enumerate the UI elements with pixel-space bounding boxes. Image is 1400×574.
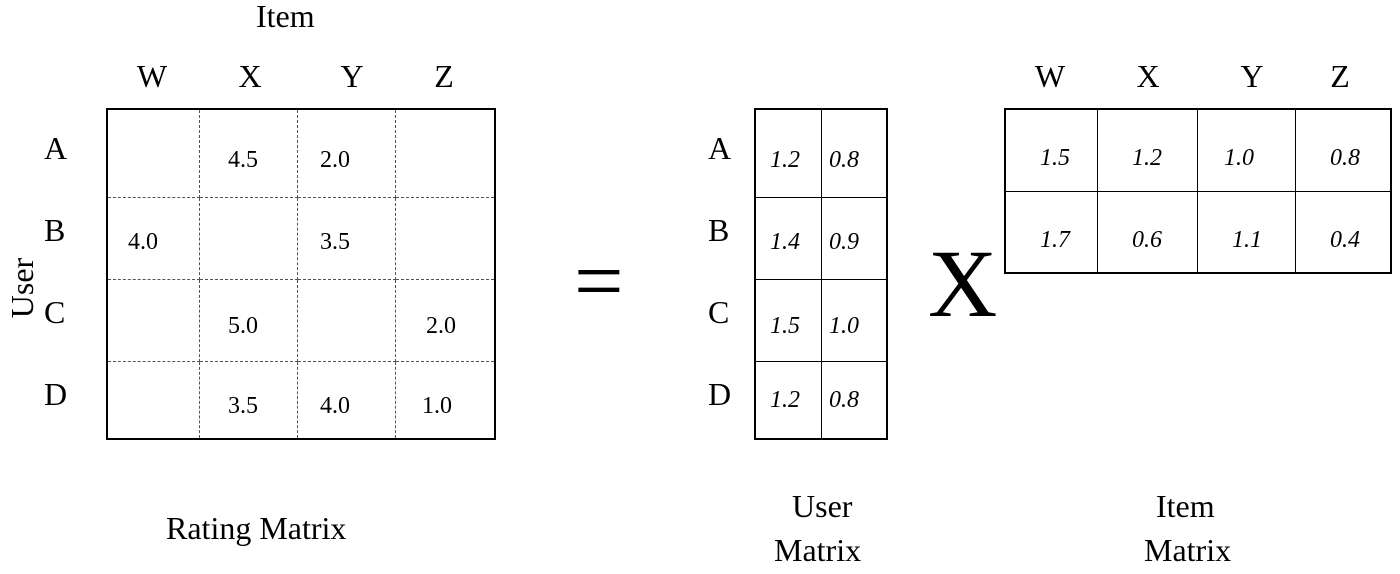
rating-cell: [298, 280, 396, 362]
user-factor-cell: 0.9: [822, 198, 886, 280]
rating-cell: [200, 198, 298, 280]
user-matrix-caption-line2: Matrix: [774, 532, 862, 568]
rating-row-header-b: B: [44, 212, 66, 248]
rating-matrix-grid: 4.5 2.0 4.0 3.5 5.0 2.0 3.5 4.0 1.0: [106, 108, 496, 440]
rating-cell: [396, 198, 494, 280]
user-factor-cell: 1.0: [822, 280, 886, 362]
rating-user-axis-label: User: [4, 257, 41, 319]
rating-cell: 4.0: [108, 198, 200, 280]
rating-col-header-w: W: [136, 58, 168, 94]
user-row-header-d: D: [708, 376, 732, 412]
item-factor-cell: 1.5: [1006, 110, 1098, 192]
item-col-header-x: X: [1136, 58, 1160, 94]
rating-row-header-a: A: [44, 130, 68, 166]
rating-cell: 3.5: [298, 198, 396, 280]
rating-row-header-d: D: [44, 376, 68, 412]
user-factor-cell: 1.4: [756, 198, 822, 280]
user-matrix-grid: 1.2 0.8 1.4 0.9 1.5 1.0 1.2 0.8: [754, 108, 888, 440]
user-matrix-caption-line1: User: [792, 488, 853, 524]
user-row-header-c: C: [708, 294, 730, 330]
user-factor-cell: 1.5: [756, 280, 822, 362]
item-col-header-w: W: [1034, 58, 1066, 94]
rating-cell: [108, 362, 200, 438]
rating-item-axis-label: Item: [256, 0, 315, 34]
rating-col-header-y: Y: [340, 58, 364, 94]
rating-cell: [396, 110, 494, 198]
item-matrix-caption-line2: Matrix: [1144, 532, 1232, 568]
rating-col-header-z: Z: [434, 58, 454, 94]
item-matrix-caption-line1: Item: [1156, 488, 1215, 524]
user-row-header-b: B: [708, 212, 730, 248]
rating-cell: [108, 280, 200, 362]
item-factor-cell: 0.8: [1296, 110, 1390, 192]
rating-cell: 3.5: [200, 362, 298, 438]
rating-matrix-caption: Rating Matrix: [166, 510, 347, 546]
item-factor-cell: 1.2: [1098, 110, 1198, 192]
rating-cell: 2.0: [298, 110, 396, 198]
rating-cell: 2.0: [396, 280, 494, 362]
rating-col-header-x: X: [238, 58, 262, 94]
item-factor-cell: 1.7: [1006, 192, 1098, 272]
item-factor-cell: 0.6: [1098, 192, 1198, 272]
item-factor-cell: 0.4: [1330, 227, 1360, 253]
rating-cell: 4.0: [298, 362, 396, 438]
rating-cell: 4.5: [200, 110, 298, 198]
user-factor-cell: 0.8: [822, 110, 886, 198]
rating-cell: 5.0: [200, 280, 298, 362]
equals-sign: =: [574, 233, 624, 330]
item-col-header-y: Y: [1240, 58, 1264, 94]
user-factor-cell: 0.8: [829, 387, 859, 413]
item-factor-cell: 1.1: [1198, 192, 1296, 272]
user-factor-cell: 1.2: [756, 362, 822, 438]
rating-row-header-c: C: [44, 294, 66, 330]
item-matrix-grid: 1.5 1.2 1.0 0.8 1.7 0.6 1.1 0.4: [1004, 108, 1392, 274]
item-factor-cell: 1.0: [1198, 110, 1296, 192]
user-factor-cell: 1.2: [756, 110, 822, 198]
rating-cell: 1.0: [422, 393, 452, 419]
rating-cell: [108, 110, 200, 198]
item-col-header-z: Z: [1330, 58, 1350, 94]
multiply-sign: X: [928, 230, 998, 337]
user-row-header-a: A: [708, 130, 732, 166]
